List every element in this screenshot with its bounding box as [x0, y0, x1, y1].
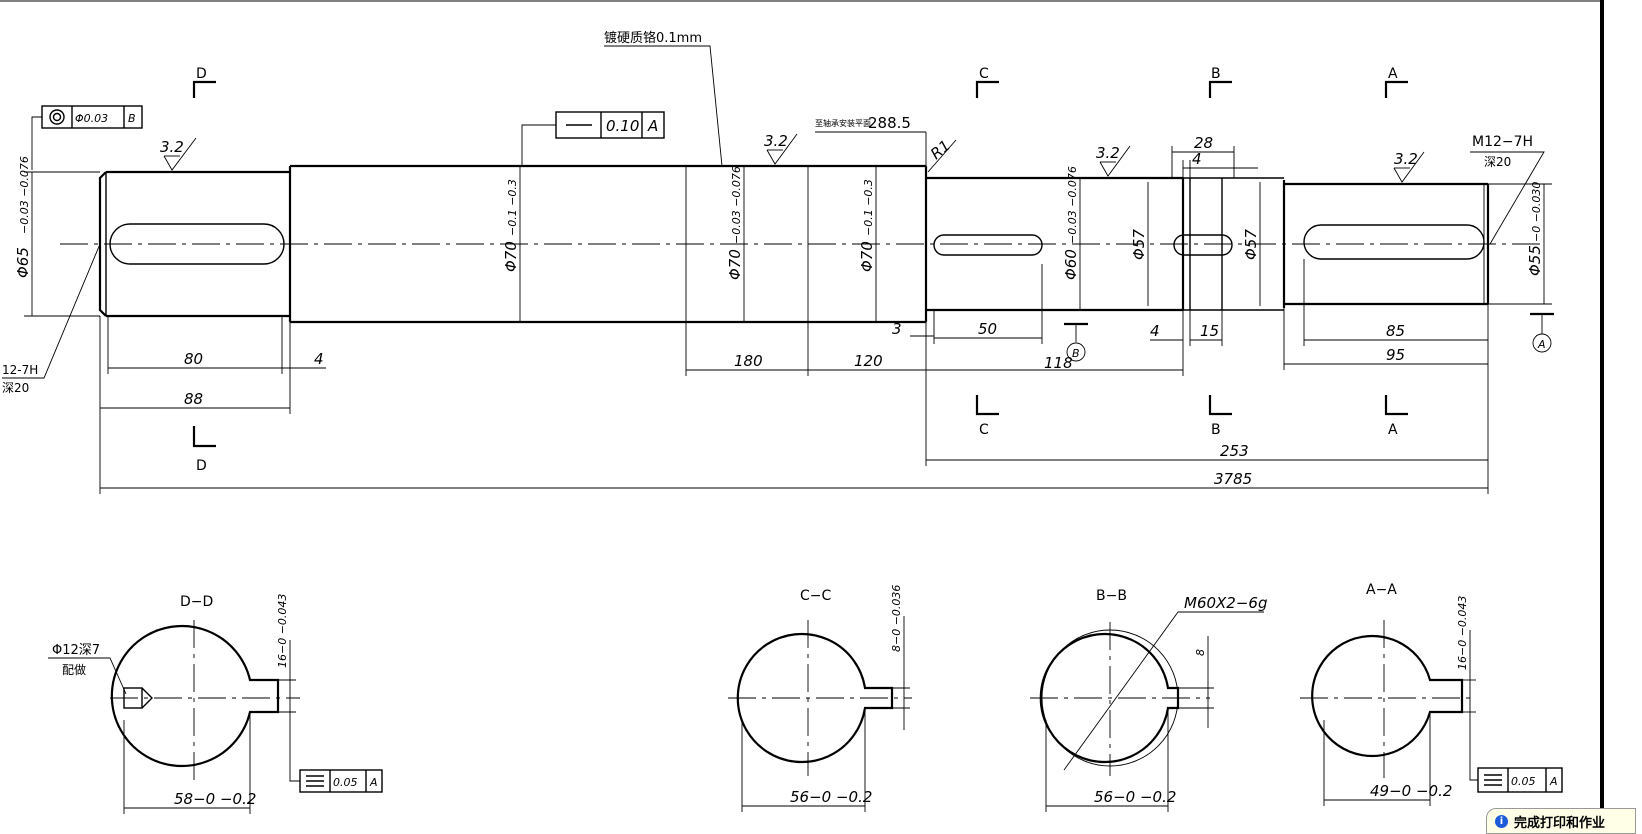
dd-sym-datum: A — [369, 776, 378, 789]
keyhole-sub-note: 配做 — [62, 662, 86, 677]
aa-sym-datum: A — [1549, 775, 1558, 788]
section-title-dd: D−D — [180, 594, 213, 610]
tolerance-frame-straightness: 0.10 A — [521, 111, 665, 166]
roughness-4: 3.2 — [1394, 150, 1418, 168]
roughness-1: 3.2 — [160, 138, 184, 156]
depth-note-right: 深20 — [1484, 155, 1511, 169]
tolerance-frame-concentricity: Φ0.03 B — [31, 105, 143, 170]
dim-15: 15 — [1200, 322, 1219, 340]
datum-a-label: A — [1537, 338, 1546, 351]
thread-note-right: M12−7H — [1472, 134, 1533, 150]
concentricity-value: Φ0.03 — [75, 112, 108, 125]
dim-88: 88 — [184, 390, 203, 408]
section-title-bb: B−B — [1096, 588, 1127, 604]
section-dd: D−D 58−0 −0.2 16−0 −0.043 Φ12深7 配做 0.05 … — [48, 594, 383, 814]
dim-50: 50 — [978, 320, 997, 338]
bb-width-dim: 56−0 −0.2 — [1094, 788, 1176, 806]
dim-95: 95 — [1386, 346, 1405, 364]
dim-288-5: 288.5 — [868, 114, 911, 132]
dim-phi70-a-tol: −0.1 −0.3 — [506, 179, 519, 236]
dim-phi65: Φ65 — [14, 247, 32, 278]
dim-phi57-a: Φ57 — [1130, 229, 1148, 260]
dim-phi60: Φ60 — [1062, 249, 1080, 280]
print-complete-notification[interactable]: i 完成打印和作业 — [1486, 808, 1636, 834]
roughness-3: 3.2 — [1096, 144, 1120, 162]
aa-key-dim: 16−0 −0.043 — [1456, 596, 1469, 670]
length-dimensions: 80 4 88 180 120 3 50 118 4 15 28 4 — [99, 134, 1489, 494]
section-bb: B−B M60X2−6g 56−0 −0.2 8 — [1030, 588, 1267, 812]
section-letter-b-top: B — [1211, 66, 1221, 82]
dim-phi60-tol: −0.03 −0.076 — [1066, 166, 1079, 244]
section-letter-a-top: A — [1388, 66, 1398, 82]
section-letter-d-bottom: D — [196, 458, 207, 474]
section-aa: A−A 49−0 −0.2 16−0 −0.043 0.05 A — [1300, 582, 1563, 806]
cc-key-dim: 8−0 −0.036 — [890, 585, 903, 652]
dim-180: 180 — [734, 352, 763, 370]
dim-4-top: 4 — [1192, 150, 1202, 168]
dim-120: 120 — [854, 352, 883, 370]
right-border-panel — [1600, 0, 1642, 830]
datum-b-label: B — [1072, 347, 1080, 360]
info-icon: i — [1495, 814, 1508, 828]
dim-4-mid: 4 — [1150, 322, 1160, 340]
diameter-dimensions: Φ65 −0.03 −0.076 Φ70 −0.1 −0.3 Φ70 −0.03… — [14, 156, 1552, 322]
dim-3785: 3785 — [1214, 470, 1252, 488]
dd-key-dim: 16−0 −0.043 — [276, 594, 289, 668]
dim-phi70-b: Φ70 — [726, 249, 744, 280]
dim-phi65-tol: −0.03 −0.076 — [18, 156, 31, 234]
section-letter-c-top: C — [979, 66, 989, 82]
thread-note-left: 12-7H — [2, 363, 38, 377]
thread-m60-note: M60X2−6g — [1184, 594, 1267, 612]
shaft-body — [98, 164, 1490, 324]
datum-a: A — [1530, 312, 1554, 353]
dd-sym-value: 0.05 — [333, 776, 358, 789]
keyhole-note: Φ12深7 — [52, 643, 100, 658]
dim-phi55-tol: −0 −0.030 — [1530, 182, 1543, 242]
straightness-value: 0.10 — [606, 117, 639, 135]
datum-b: B — [1064, 322, 1088, 362]
roughness-symbols: 3.2 3.2 3.2 3.2 — [160, 132, 1425, 183]
section-title-aa: A−A — [1366, 582, 1397, 598]
reference-plane-note: 至轴承安装平面 — [815, 118, 871, 128]
dim-3: 3 — [892, 320, 902, 338]
chrome-plating-note: 镀硬质铬0.1mm — [604, 30, 702, 46]
notification-text: 完成打印和作业 — [1514, 815, 1606, 831]
dim-28: 28 — [1194, 134, 1213, 152]
concentricity-datum: B — [128, 112, 136, 125]
section-markers: D D C C B B A A — [192, 66, 1408, 474]
dim-253: 253 — [1220, 442, 1249, 460]
section-letter-c-bottom: C — [979, 422, 989, 438]
roughness-2: 3.2 — [764, 132, 788, 150]
radius-r1: R1 — [927, 136, 954, 163]
section-cc: C−C 56−0 −0.2 8−0 −0.036 — [728, 585, 912, 812]
dim-85: 85 — [1386, 322, 1405, 340]
dim-80: 80 — [184, 350, 203, 368]
dim-phi55: Φ55 — [1526, 245, 1544, 276]
aa-width-dim: 49−0 −0.2 — [1370, 782, 1452, 800]
section-letter-d-top: D — [196, 66, 207, 82]
dim-phi57-b: Φ57 — [1242, 229, 1260, 260]
section-title-cc: C−C — [800, 588, 832, 604]
dim-phi70-a: Φ70 — [502, 241, 520, 272]
dim-4-left: 4 — [314, 350, 324, 368]
cc-width-dim: 56−0 −0.2 — [790, 788, 872, 806]
section-letter-b-bottom: B — [1211, 422, 1221, 438]
dd-width-dim: 58−0 −0.2 — [174, 790, 256, 808]
dim-phi70-c-tol: −0.1 −0.3 — [862, 179, 875, 236]
dim-118: 118 — [1044, 354, 1073, 372]
bb-key-dim: 8 — [1194, 649, 1207, 656]
aa-sym-value: 0.05 — [1511, 775, 1536, 788]
dim-phi70-c: Φ70 — [858, 241, 876, 272]
dim-phi70-b-tol: −0.03 −0.076 — [730, 166, 743, 244]
depth-note-left: 深20 — [2, 381, 29, 395]
section-letter-a-bottom: A — [1388, 422, 1398, 438]
straightness-datum: A — [647, 117, 658, 135]
